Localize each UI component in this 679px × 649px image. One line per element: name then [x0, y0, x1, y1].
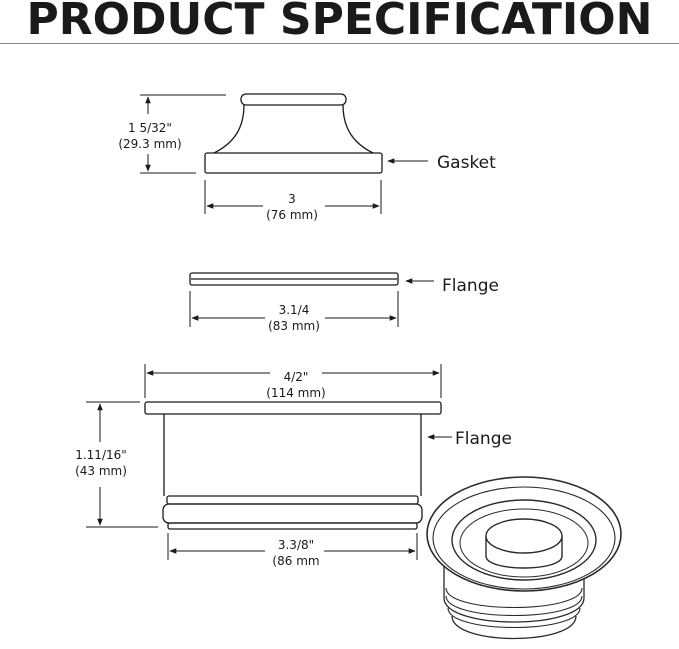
- flange-body-drawing: [144, 401, 442, 530]
- flange-body-band: [162, 503, 423, 524]
- flange-body-top-width-mm: (114 mm): [266, 386, 325, 400]
- flange-3d-lip-inner-edge: [432, 486, 616, 590]
- flange-ring-drawing: [189, 272, 399, 286]
- gasket-label: Gasket: [437, 153, 496, 173]
- title-divider: [0, 43, 679, 44]
- flange-ring-width-in: 3.1/4: [279, 303, 310, 317]
- gasket-height-in: 1 5/32": [128, 121, 172, 135]
- gasket-width-in: 3: [288, 192, 296, 206]
- flange-3d-ring-2: [445, 595, 583, 617]
- gasket-height-dimension: [140, 94, 226, 174]
- flange-body-label: Flange: [455, 429, 512, 449]
- flange-body-top-width-in: 4/2": [284, 370, 309, 384]
- gasket-width-mm: (76 mm): [266, 208, 318, 222]
- flange-body-height-mm: (43 mm): [75, 464, 127, 478]
- flange-3d-render: [426, 476, 622, 640]
- gasket-height-mm: (29.3 mm): [118, 137, 181, 151]
- gasket-cap: [240, 93, 347, 106]
- flange-3d-inner-ring-edge: [459, 508, 589, 578]
- gasket-neck-right: [342, 104, 374, 154]
- gasket-base: [204, 152, 383, 174]
- flange-body-bottom-width-in: 3.3/8": [278, 538, 314, 552]
- flange-3d-ring-3: [447, 607, 581, 629]
- flange-ring-width-mm: (83 mm): [268, 319, 320, 333]
- flange-ring: [189, 272, 399, 286]
- flange-3d-base: [451, 615, 577, 640]
- flange-body-bottom-width-mm: (86 mm: [272, 554, 319, 568]
- gasket-width-dimension: [204, 180, 382, 214]
- flange-body-lip: [144, 401, 442, 415]
- flange-body-top-width-dimension: [144, 364, 442, 398]
- flange-body-band-bottom: [167, 522, 418, 530]
- flange-body-band-top: [166, 495, 419, 505]
- flange-body-height-in: 1.11/16": [75, 448, 127, 462]
- page-title: PRODUCT SPECIFICATION: [26, 0, 653, 45]
- gasket-neck-left: [213, 104, 245, 154]
- flange-3d-ring-1: [445, 587, 583, 609]
- flange-ring-label: Flange: [442, 276, 499, 296]
- flange-body-height-dimension: [86, 401, 158, 528]
- flange-body-bottom-width-dimension: [167, 533, 418, 560]
- flange-3d-plug-top: [485, 518, 563, 554]
- flange-ring-width-dimension: [189, 291, 399, 327]
- gasket-drawing: [204, 93, 383, 174]
